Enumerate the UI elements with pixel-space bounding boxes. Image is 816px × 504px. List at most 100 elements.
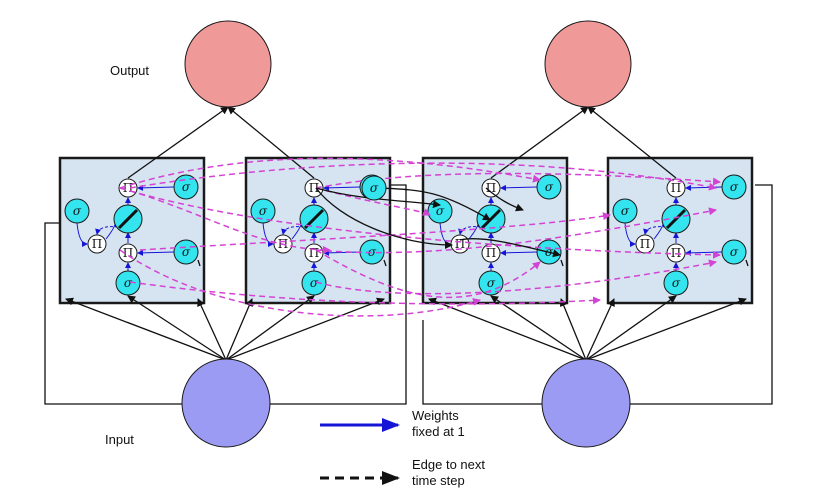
recurrent-edge (139, 212, 611, 251)
extra-sigma-symbol: σ (370, 181, 379, 195)
input-gate-symbol: σ (182, 245, 191, 259)
legend-edge-line1: Edge to next (412, 457, 485, 472)
output-gate-weight (137, 184, 175, 191)
recurrent-edge (119, 157, 541, 189)
internal-state-slash (480, 208, 502, 230)
output-edges (127, 106, 677, 179)
legend-edge-line2: time step (412, 473, 465, 488)
input-gate-symbol: σ (730, 245, 739, 259)
output-gate (536, 174, 562, 200)
recurrent-edge (315, 207, 717, 254)
input-edge (127, 295, 227, 361)
feedback-wires-group-2 (422, 184, 773, 405)
memory-cells: σσσσΠΠΠσσσσΠΠΠσσσσΠΠΠσσσσΠΠΠ (58, 156, 754, 305)
forget-gate (250, 198, 276, 224)
forget-gate (64, 198, 90, 224)
forget-multiplier (87, 234, 107, 254)
forget-gate-weight (262, 222, 274, 247)
input-multiplier (481, 243, 501, 263)
cross-edge (379, 187, 491, 221)
input-node-1 (181, 358, 271, 448)
cell-input-gate-symbol: σ (672, 276, 681, 290)
recurrent-edge (119, 187, 331, 254)
self-loop-weight (643, 226, 667, 235)
output-node-1 (184, 20, 272, 108)
output-multiplier (481, 178, 501, 198)
gate-edge (197, 259, 201, 267)
recurrent-edge (315, 249, 541, 299)
input-edge (197, 298, 227, 361)
input-label: Input (105, 432, 134, 447)
output-multiplier (304, 178, 324, 198)
extra-sigma-gate (361, 175, 387, 201)
input-edges (65, 295, 747, 361)
input-gate-weight (500, 249, 538, 256)
input-edge (225, 295, 315, 361)
gate-edge (383, 259, 387, 267)
input-gate-symbol: σ (368, 245, 377, 259)
cell-input-gate-symbol: σ (487, 276, 496, 290)
recurrent-edge (129, 162, 717, 191)
input-edge (65, 297, 227, 361)
output-gate-weight (323, 184, 361, 191)
input-edge (225, 298, 253, 361)
recurrent-edge (119, 249, 481, 317)
cross-edge (459, 238, 561, 258)
forget-multiplier-symbol: Π (92, 237, 102, 251)
output-edge (227, 106, 315, 179)
input-multiplier-symbol: Π (123, 246, 133, 260)
self-loop-weight (281, 226, 305, 235)
cell-input-gate-symbol: σ (124, 276, 133, 290)
forget-gate (612, 198, 638, 224)
output-edge (587, 106, 677, 179)
output-multiplier-symbol: Π (123, 181, 133, 195)
input-multiplier-symbol: Π (486, 246, 496, 260)
output-edge (127, 106, 229, 179)
input-edge (225, 297, 385, 361)
output-edge (490, 106, 589, 179)
input-multiplier-symbol: Π (671, 246, 681, 260)
input-multiplier-symbol: Π (309, 246, 319, 260)
input-edge (559, 298, 587, 361)
legend: Weights fixed at 1 Edge to next time ste… (320, 408, 485, 488)
recurrent-edge (315, 187, 431, 216)
cell-input-gate (301, 270, 327, 296)
cross-edge (315, 187, 453, 249)
output-gate-symbol: σ (730, 180, 739, 194)
self-loop-weight (95, 226, 119, 235)
forget-multiplier-symbol: Π (640, 237, 650, 251)
extra-gate: σ (361, 175, 387, 201)
self-loop-weight (458, 226, 482, 235)
gate-edge (745, 259, 749, 267)
input-gate-weight (137, 249, 175, 256)
recurrent-edge (129, 281, 601, 305)
forget-gate-symbol: σ (621, 204, 630, 218)
internal-state-slash (117, 208, 139, 230)
forget-gate-weight (76, 222, 88, 247)
output-multiplier-symbol: Π (309, 181, 319, 195)
input-gate (721, 239, 747, 265)
input-edge (585, 297, 747, 361)
output-gate-weight (500, 184, 538, 191)
cross-edge (485, 187, 524, 212)
forget-multiplier-symbol: Π (455, 237, 465, 251)
recurrent-edges: σ (119, 157, 721, 317)
output-multiplier-symbol: Π (486, 181, 496, 195)
input-edge (490, 295, 587, 361)
gate-edge (560, 259, 564, 267)
cell-input-gate (478, 270, 504, 296)
output-gate-symbol: σ (182, 180, 191, 194)
recurrent-edge (315, 259, 717, 295)
forget-gate-symbol: σ (259, 204, 268, 218)
legend-weights-line2: fixed at 1 (412, 424, 465, 439)
internal-state-slash (665, 208, 687, 230)
input-gate (173, 239, 199, 265)
output-multiplier-symbol: Π (671, 181, 681, 195)
forget-gate-symbol: σ (436, 204, 445, 218)
output-label: Output (110, 63, 149, 78)
cell-input-gate-symbol: σ (310, 276, 319, 290)
input-node-2 (541, 358, 631, 448)
